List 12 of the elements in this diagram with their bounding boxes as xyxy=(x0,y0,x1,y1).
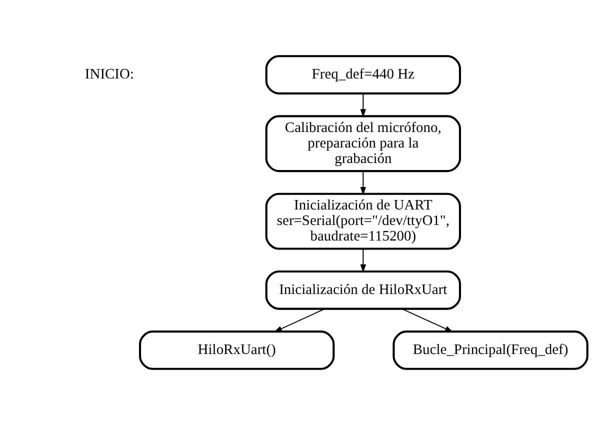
node-box: Inicialización de HiloRxUart xyxy=(265,270,462,310)
node-box: Bucle_Principal(Freq_def) xyxy=(392,330,588,370)
arrow xyxy=(402,308,454,332)
node-box: Calibración del micrófono, preparación para la grabación xyxy=(265,115,462,172)
node-box: Inicialización de UART ser=Serial(port="/dev/ttyO1", baudrate=115200) xyxy=(265,192,462,250)
arrow xyxy=(274,308,325,332)
arrow xyxy=(360,249,366,273)
node-box: HiloRxUart() xyxy=(138,330,335,370)
arrow xyxy=(360,171,366,196)
node-box: Freq_def=440 Hz xyxy=(265,55,462,94)
label: INICIO: xyxy=(84,66,134,83)
arrow xyxy=(360,94,366,118)
